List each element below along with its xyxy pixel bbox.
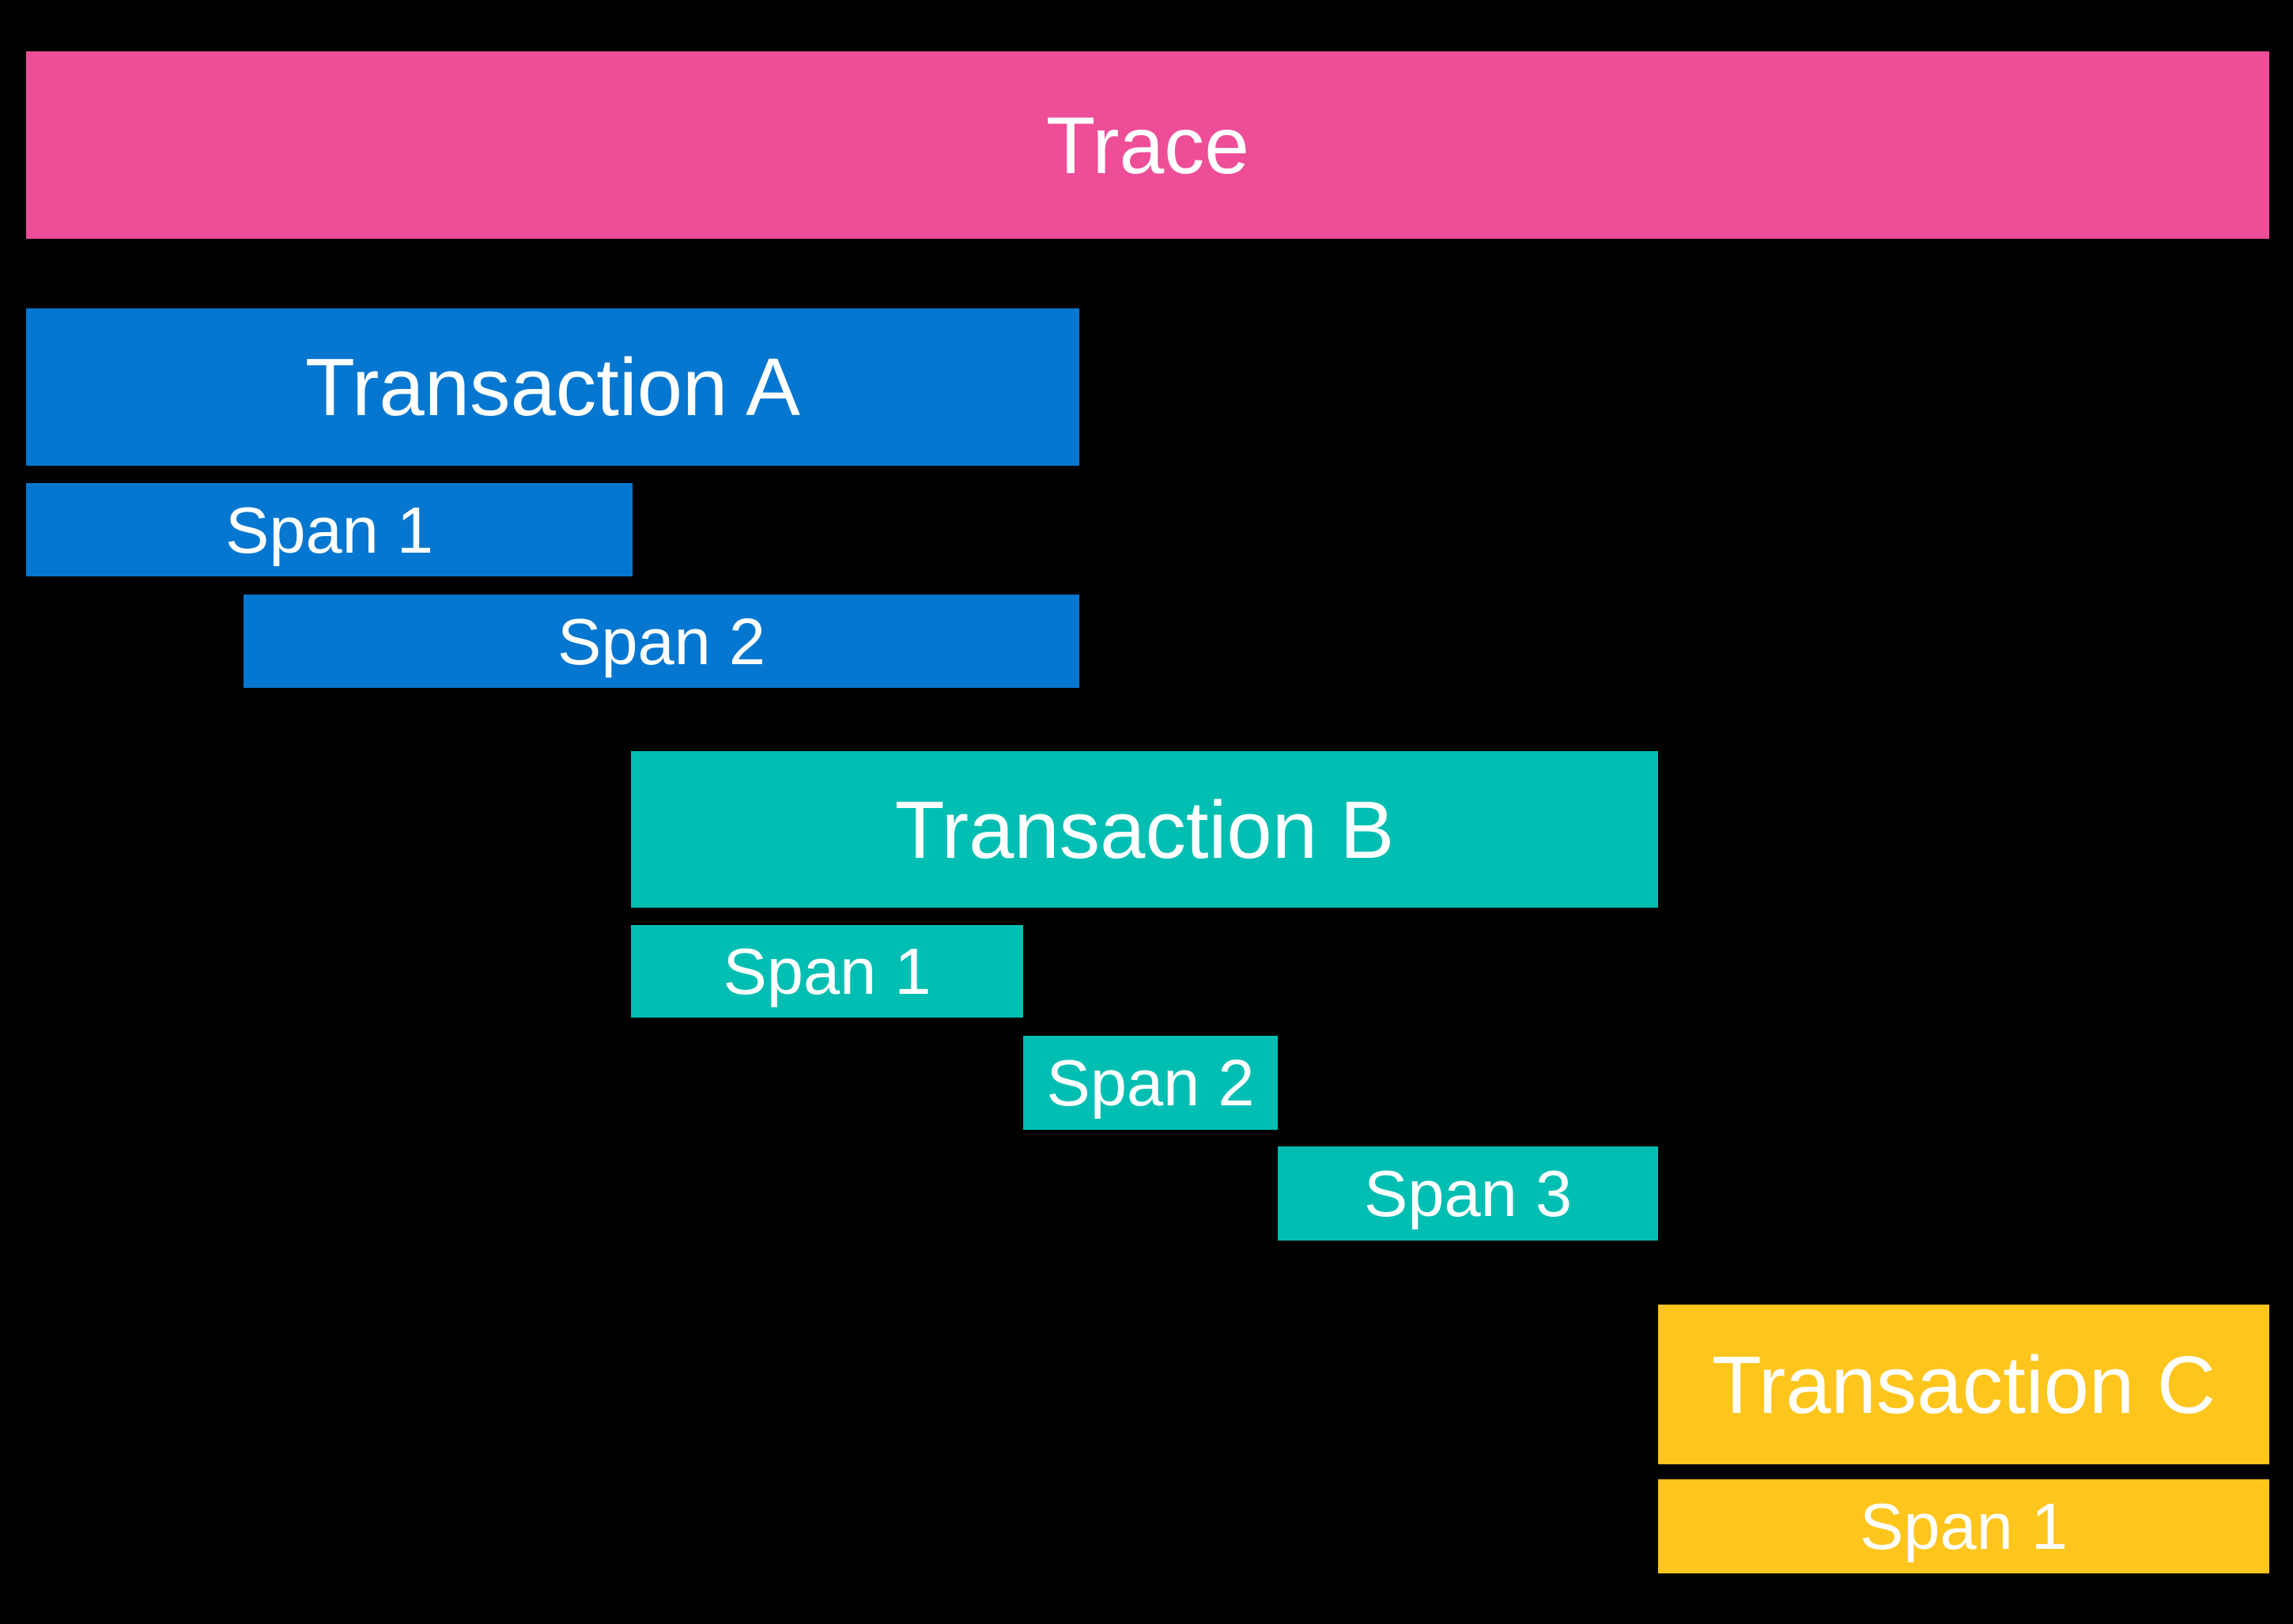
transaction-b-bar-label: Transaction B <box>894 784 1395 875</box>
transaction-b-bar: Transaction B <box>631 751 1658 908</box>
transaction-b-span-3-bar-label: Span 3 <box>1363 1157 1573 1230</box>
transaction-b-span-2-bar-label: Span 2 <box>1046 1046 1255 1120</box>
transaction-c-bar: Transaction C <box>1658 1305 2269 1464</box>
transaction-b-span-2-bar: Span 2 <box>1023 1036 1278 1130</box>
trace-bar-label: Trace <box>1046 100 1249 191</box>
transaction-b-span-1-bar-label: Span 1 <box>723 935 931 1008</box>
transaction-a-span-1-bar-label: Span 1 <box>225 493 434 567</box>
transaction-c-span-1-bar: Span 1 <box>1658 1479 2269 1573</box>
transaction-a-span-2-bar-label: Span 2 <box>557 604 766 678</box>
transaction-a-span-2-bar: Span 2 <box>244 595 1079 688</box>
transaction-b-span-1-bar: Span 1 <box>631 925 1023 1018</box>
transaction-c-bar-label: Transaction C <box>1711 1339 2216 1430</box>
transaction-b-span-3-bar: Span 3 <box>1278 1146 1658 1241</box>
transaction-a-bar-label: Transaction A <box>305 342 800 432</box>
transaction-c-span-1-bar-label: Span 1 <box>1859 1490 2068 1563</box>
trace-bar: Trace <box>26 51 2269 239</box>
transaction-a-span-1-bar: Span 1 <box>26 483 633 576</box>
transaction-a-bar: Transaction A <box>26 308 1079 466</box>
